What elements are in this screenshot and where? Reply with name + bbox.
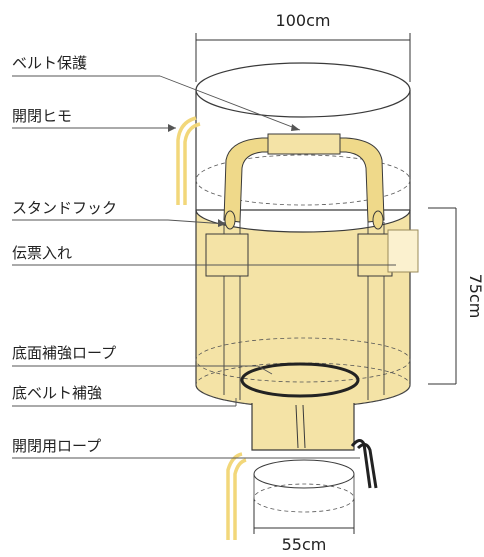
bottom-reinforcement-rope-shape — [240, 362, 360, 398]
spout-open-close-rope — [350, 439, 378, 489]
leader-lines — [12, 75, 396, 459]
side-tabs — [205, 233, 393, 277]
label-bottom-reinforcement-rope: 底面補強ロープ — [12, 344, 116, 362]
label-bottom-belt-reinforcement: 底ベルト補強 — [12, 384, 102, 402]
spout-width-label: 55cm — [282, 535, 327, 554]
spout-width-dimension: 55cm — [253, 498, 355, 554]
label-belt-protection: ベルト保護 — [12, 54, 87, 72]
discharge-spout — [251, 403, 355, 451]
height-dimension: 75cm — [428, 207, 484, 385]
label-stand-hook: スタンドフック — [12, 199, 117, 217]
leader-arrowheads — [168, 124, 300, 227]
label-open-close-string: 開閉ヒモ — [12, 107, 72, 125]
top-open-close-string — [176, 116, 201, 205]
width-label: 100cm — [276, 11, 331, 30]
callout-labels: ベルト保護 開閉ヒモ スタンドフック 伝票入れ 底面補強ロープ 底ベルト補強 開… — [12, 54, 117, 455]
ticket-pocket-shape — [387, 229, 419, 273]
width-dimension: 100cm — [195, 11, 411, 82]
spout-opening — [253, 459, 355, 513]
lifting-belts — [223, 133, 385, 400]
stand-hooks — [224, 210, 384, 230]
label-ticket-pocket: 伝票入れ — [12, 244, 72, 262]
height-label: 75cm — [466, 274, 484, 319]
label-open-close-rope: 開閉用ロープ — [12, 437, 101, 455]
lower-open-close-string — [226, 452, 247, 540]
